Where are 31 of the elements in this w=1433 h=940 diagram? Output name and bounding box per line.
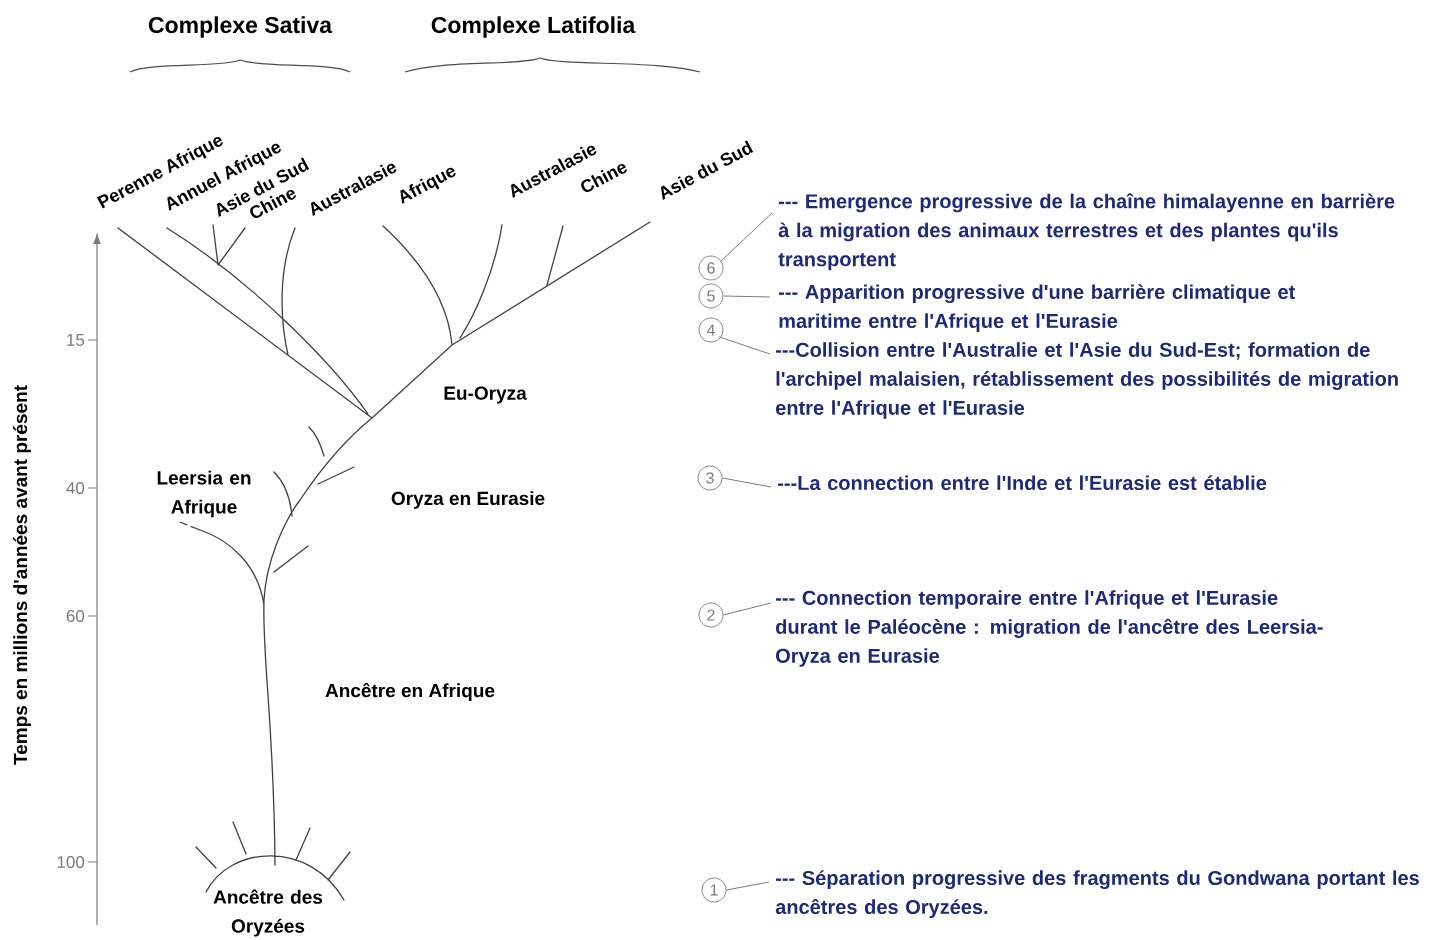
axis-title: Temps en millions d'années avant présent [13,385,31,765]
clade-label: Ancêtre des Oryzées [213,889,323,937]
callout-number: 2 [698,602,724,628]
clade-label: Leersia en Afrique [157,470,251,518]
leader-line [721,477,772,488]
callout-number: 5 [698,283,724,309]
callout-number: 6 [698,255,724,281]
leader-line [720,212,773,262]
tick-label: 40 [66,482,85,494]
callout-number: 4 [698,317,724,343]
tick-label: 15 [67,334,85,346]
callout-number: 3 [697,465,723,491]
leader-line [718,336,771,355]
callout-number: 1 [701,877,727,903]
branch-label: Asie du Sud [661,140,754,200]
leader-line [722,602,772,616]
clade-label: Ancêtre en Afrique [325,682,495,702]
leader-line [725,881,770,891]
tick-label: 100 [57,856,85,868]
note-text: ---Collision entre l'Australie et l'Asie du Sud-Est; formation de l'archipel malaisien, rétablissement des possibilités de migration entre l'Afrique et l'Eurasie [776,342,1398,419]
tick-label: 60 [66,610,85,622]
group-heading: Complexe Sativa [148,16,333,38]
note-text: --- Apparition progressive d'une barrière climatique et maritime entre l'Afrique et l'Eurasie [779,284,1295,332]
clade-label: Oryza en Eurasie [391,491,545,509]
group-heading: Complexe Latifolia [431,16,636,38]
clade-label: Eu-Oryza [444,386,527,404]
note-text: --- Connection temporaire entre l'Afrique et l'Eurasie durant le Paléocène : migration de l'ancêtre des Leersia-Oryza en Eurasie [776,590,1323,667]
note-text: --- Séparation progressive des fragments du Gondwana portant les ancêtres des Oryzées. [775,870,1419,918]
note-text: ---La connection entre l'Inde et l'Eurasie est établie [778,475,1267,491]
leader-line [722,295,771,298]
note-text: --- Emergence progressive de la chaîne himalayenne en barrière à la migration des animaux terrestres et des plantes qu'ils transportent [778,193,1395,271]
